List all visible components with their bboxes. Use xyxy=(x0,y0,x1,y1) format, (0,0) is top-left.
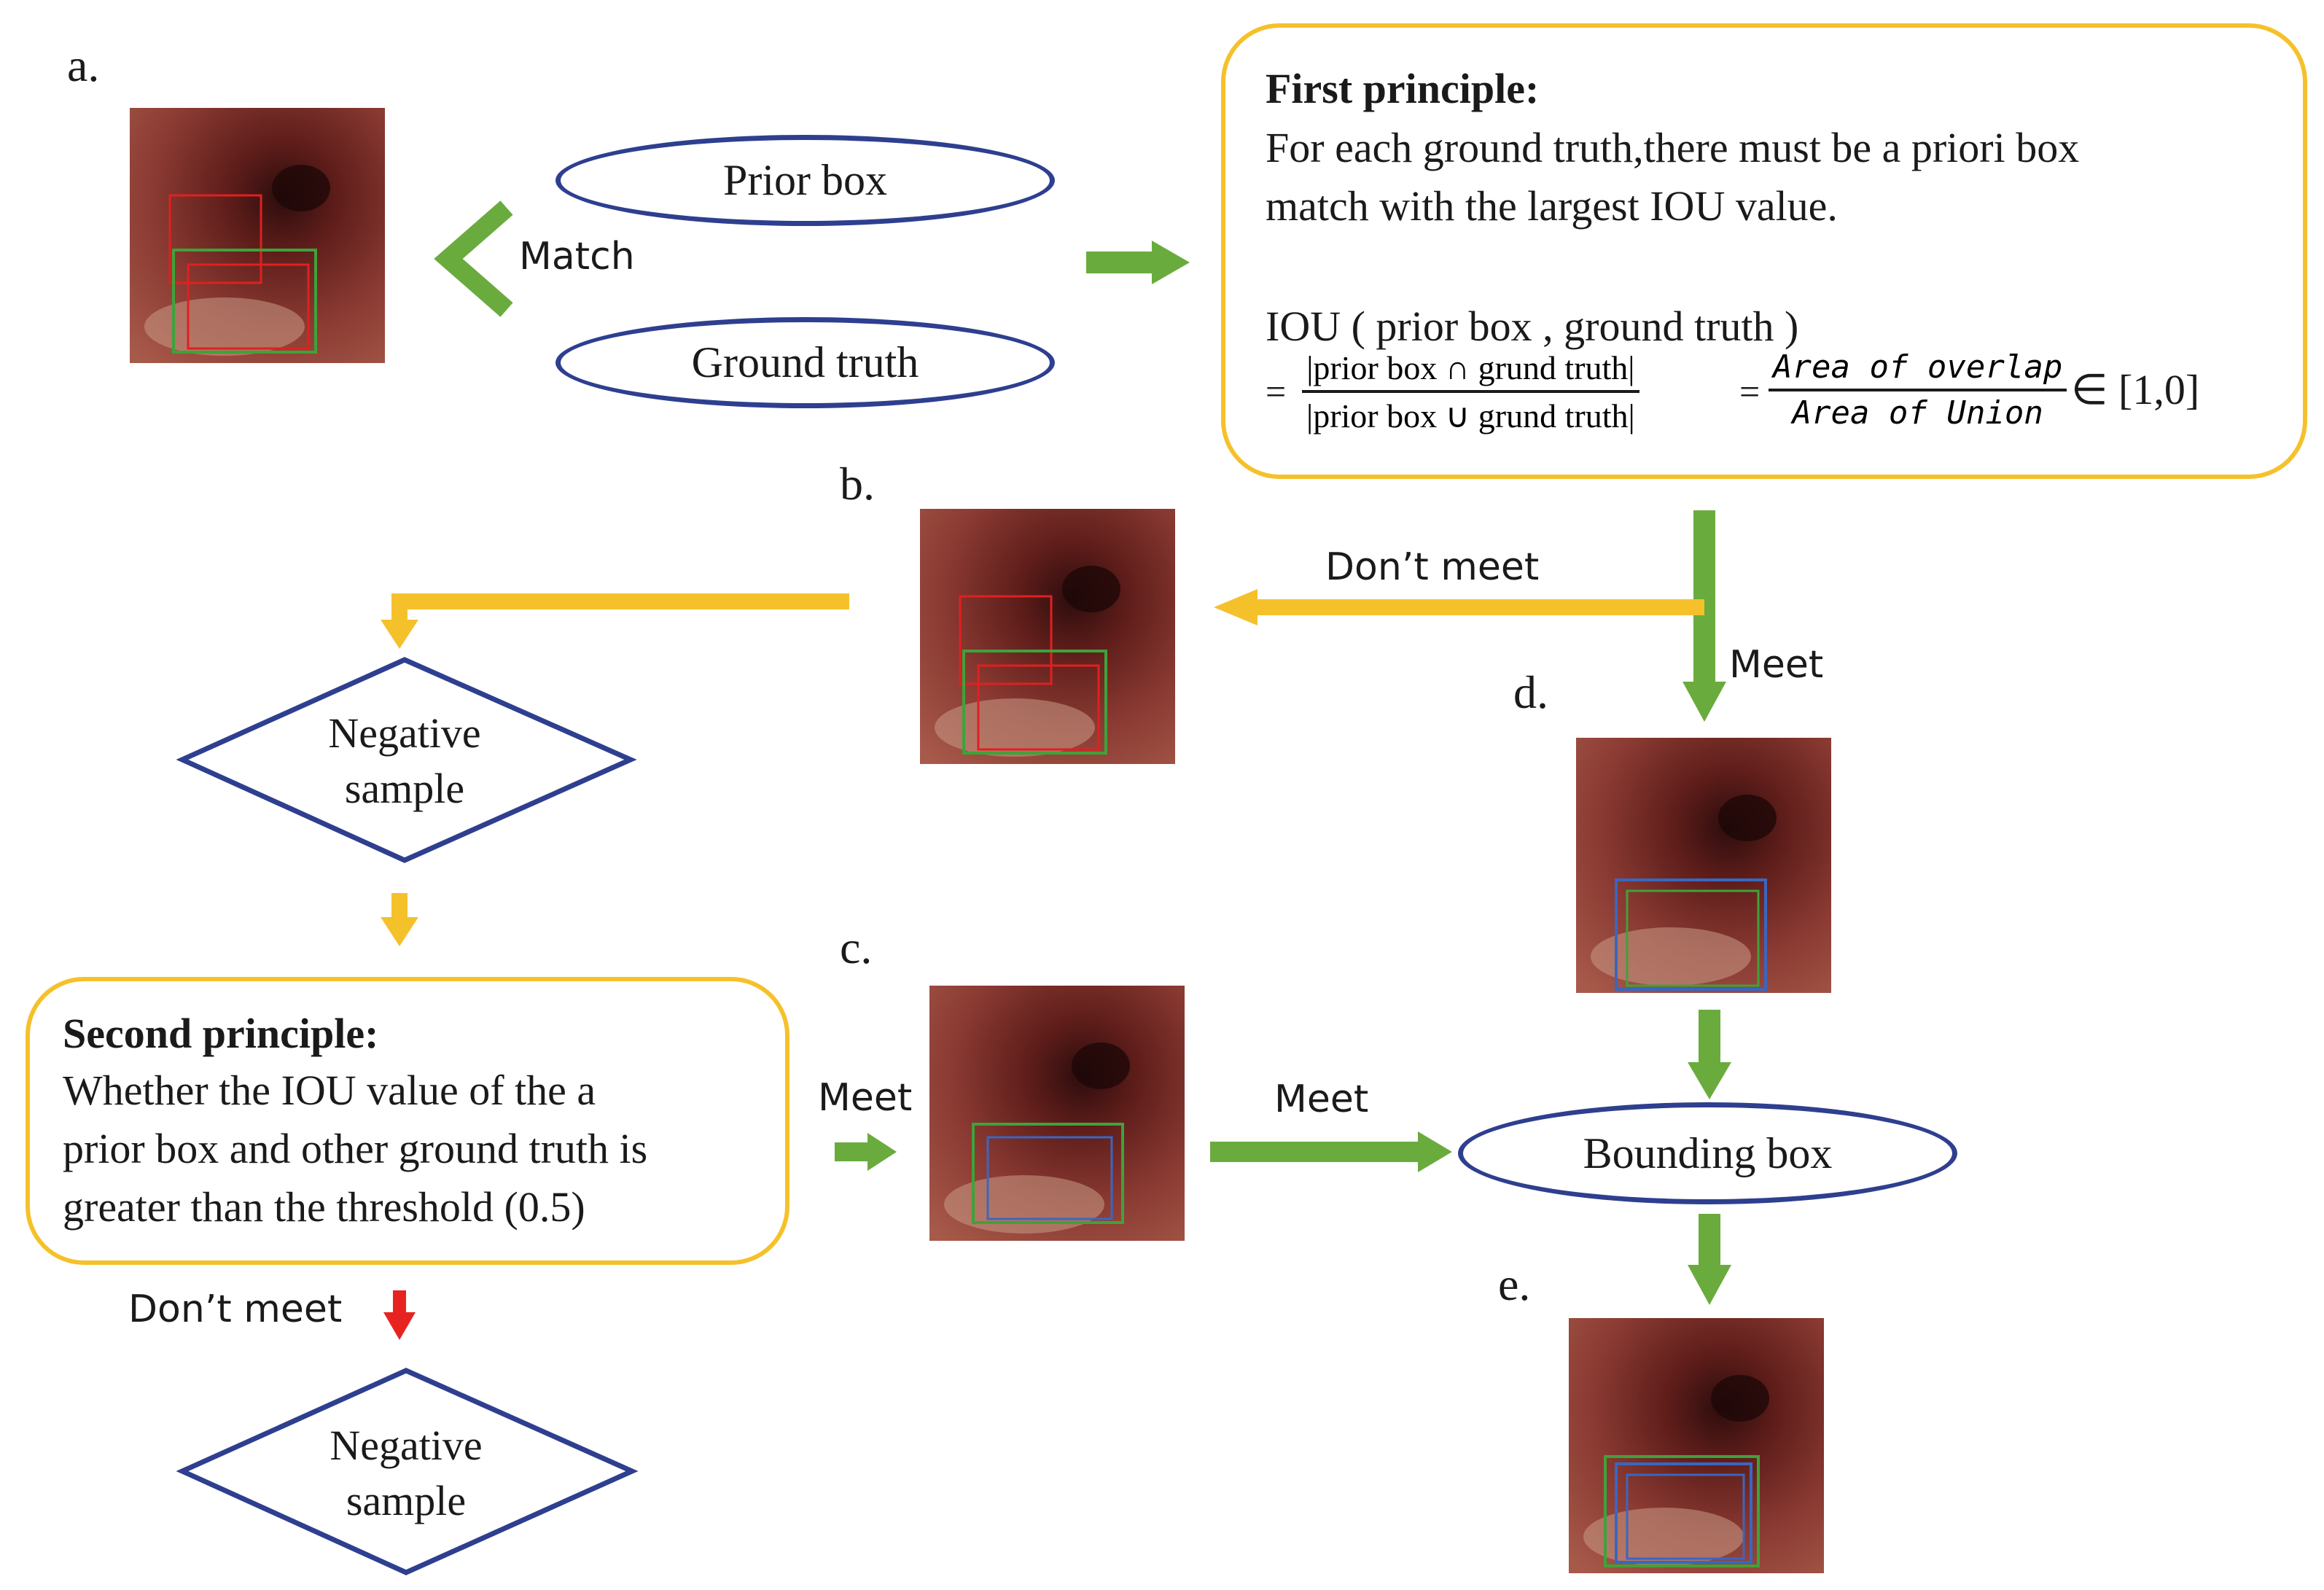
fraction-bar xyxy=(1302,390,1639,393)
prior-box-node: Prior box xyxy=(555,135,1055,226)
endoscopy-image-c xyxy=(929,986,1185,1241)
edge-label-dont-meet-bottom: Don’t meet xyxy=(128,1287,343,1331)
second-principle-line: greater than the threshold (0.5) xyxy=(63,1183,585,1231)
arrowhead xyxy=(383,1312,416,1340)
fraction-denominator: |prior box ∪ grund truth| xyxy=(1306,397,1635,434)
panel-label-b: b. xyxy=(840,458,875,510)
negative-sample-line: Negative xyxy=(328,709,481,757)
match-chevron-arrow xyxy=(434,200,513,317)
endoscopy-image-d xyxy=(1576,738,1831,993)
arrowhead xyxy=(1418,1131,1452,1172)
edge-label-meet-down: Meet xyxy=(1729,643,1824,687)
negative-sample-text-2: Negative sample xyxy=(278,1418,534,1529)
arrowhead xyxy=(1152,241,1190,284)
second-principle-body: Whether the IOU value of the a prior box… xyxy=(63,1061,647,1236)
edge-label-meet-left: Meet xyxy=(818,1076,913,1120)
edge-label-dont-meet-top: Don’t meet xyxy=(1325,545,1540,589)
equals-sign: = xyxy=(1266,371,1287,412)
first-principle-body: For each ground truth,there must be a pr… xyxy=(1266,119,2079,235)
fraction-bar xyxy=(1769,389,2067,391)
equals-sign: = xyxy=(1739,371,1760,412)
first-principle-box: First principle: For each ground truth,t… xyxy=(1221,23,2307,479)
arrow-b-to-negative xyxy=(391,593,849,623)
arrowhead xyxy=(381,620,418,649)
iou-fraction-area: Area of overlap Area of Union xyxy=(1769,348,2067,432)
bounding-box-label: Bounding box xyxy=(1583,1129,1833,1177)
prior-box-label: Prior box xyxy=(723,156,887,204)
arrowhead xyxy=(1688,1265,1731,1305)
arrowhead xyxy=(1214,589,1257,626)
panel-label-d: d. xyxy=(1513,666,1548,718)
arrowhead xyxy=(867,1133,897,1171)
first-principle-line: For each ground truth,there must be a pr… xyxy=(1266,124,2080,171)
endoscopy-image-b xyxy=(920,509,1175,764)
second-principle-box: Second principle: Whether the IOU value … xyxy=(26,977,789,1265)
arrowhead xyxy=(1682,682,1726,722)
endoscopy-image-a xyxy=(130,108,385,363)
ground-truth-label: Ground truth xyxy=(691,338,919,386)
negative-sample-line: sample xyxy=(346,1477,467,1524)
ground-truth-node: Ground truth xyxy=(555,317,1055,408)
iou-fraction-sets: |prior box ∩ grund truth| |prior box ∪ g… xyxy=(1302,348,1639,435)
first-principle-title: First principle: xyxy=(1266,65,1540,112)
fraction-denominator: Area of Union xyxy=(1792,394,2043,432)
edge-label-meet-right: Meet xyxy=(1274,1077,1369,1121)
panel-label-c: c. xyxy=(840,921,873,973)
second-principle-line: Whether the IOU value of the a xyxy=(63,1067,596,1114)
endoscopy-image-e xyxy=(1569,1318,1824,1573)
panel-label-a: a. xyxy=(67,39,100,91)
second-principle-line: prior box and other ground truth is xyxy=(63,1125,648,1172)
arrowhead xyxy=(381,917,418,946)
bounding-box-node: Bounding box xyxy=(1458,1102,1957,1204)
edge-label-match: Match xyxy=(519,235,635,278)
panel-label-e: e. xyxy=(1498,1258,1531,1310)
negative-sample-line: sample xyxy=(344,765,465,812)
first-principle-line: match with the largest IOU value. xyxy=(1266,182,1838,230)
negative-sample-diamond-1 xyxy=(176,657,637,863)
arrowhead xyxy=(1688,1062,1731,1099)
negative-sample-line: Negative xyxy=(330,1422,483,1469)
iou-range: ∈ [1,0] xyxy=(2071,366,2200,413)
second-principle-title: Second principle: xyxy=(63,1010,379,1057)
fraction-numerator: Area of overlap xyxy=(1773,348,2063,386)
iou-formula-head: IOU ( prior box , ground truth ) xyxy=(1266,303,1799,350)
negative-sample-diamond-2 xyxy=(176,1368,639,1575)
negative-sample-text-1: Negative sample xyxy=(277,706,532,817)
fraction-numerator: |prior box ∩ grund truth| xyxy=(1306,349,1635,386)
